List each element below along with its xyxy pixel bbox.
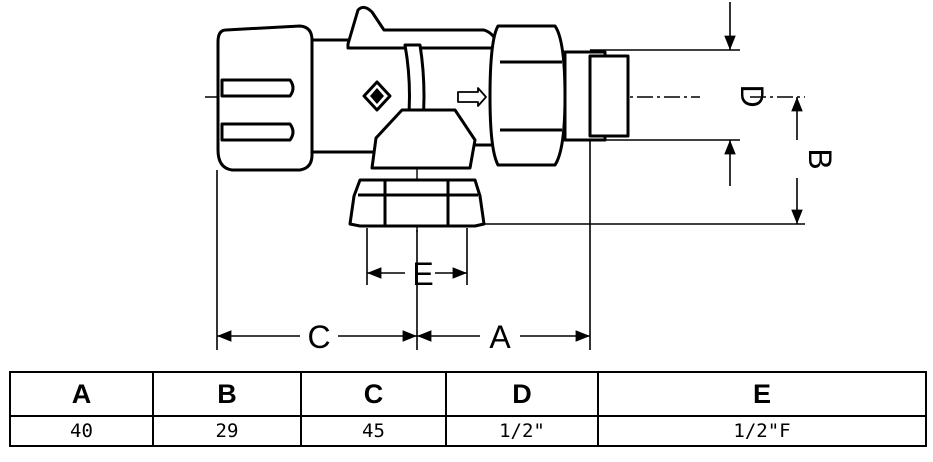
value-cell-d: 1/2" xyxy=(445,415,599,447)
dimension-label-b: B xyxy=(802,148,838,169)
table-header-row: A B C D E xyxy=(9,371,927,417)
union-nut xyxy=(488,24,567,167)
cap-slot xyxy=(220,122,295,142)
value-cell-a: 40 xyxy=(9,415,154,447)
header-cell-b: B xyxy=(152,371,302,417)
flow-arrow xyxy=(457,87,487,107)
value-cell-c: 45 xyxy=(300,415,447,447)
header-cell-a: A xyxy=(9,371,154,417)
dimension-label-e: E xyxy=(412,256,433,292)
handwheel-cap xyxy=(216,24,314,172)
valve-technical-drawing: D B E C A xyxy=(205,2,838,355)
value-cell-e: 1/2"F xyxy=(597,415,927,447)
dimension-label-d: D xyxy=(734,84,770,107)
handle-lever xyxy=(346,5,500,50)
valve-body xyxy=(216,5,630,228)
value-cell-b: 29 xyxy=(152,415,302,447)
table-value-row: 40 29 45 1/2" 1/2"F xyxy=(9,415,927,447)
dimension-lines xyxy=(217,2,803,342)
dimension-label-a: A xyxy=(489,319,511,355)
dimension-label-c: C xyxy=(307,319,330,355)
extension-lines xyxy=(216,49,805,350)
header-cell-e: E xyxy=(597,371,927,417)
angle-body xyxy=(370,108,477,170)
bottom-hex-nut xyxy=(348,178,486,228)
header-cell-c: C xyxy=(300,371,447,417)
dimensions-table: A B C D E 40 29 45 1/2" 1/2"F xyxy=(9,371,927,447)
cap-slot xyxy=(220,78,295,98)
header-cell-d: D xyxy=(445,371,599,417)
